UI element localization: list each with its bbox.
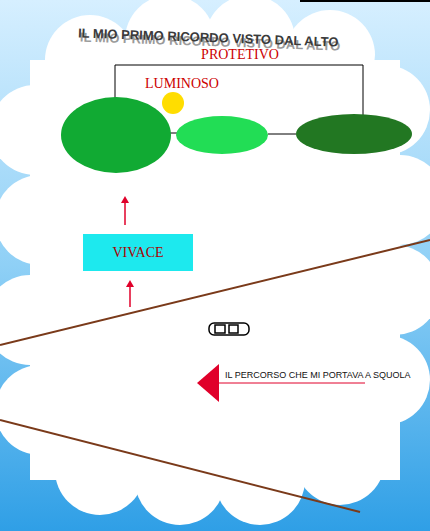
quality-label: PROTETIVO — [201, 47, 279, 63]
quality-label: LUMINOSO — [145, 76, 219, 92]
sun — [162, 92, 184, 114]
car-icon — [209, 323, 249, 335]
road-edge — [0, 420, 360, 512]
route-arrow — [197, 364, 365, 402]
quality-box: VIVACE — [83, 234, 193, 271]
tree-ellipse — [296, 114, 412, 154]
route-note: IL PERCORSO CHE MI PORTAVA A SQUOLA — [225, 370, 411, 380]
box-label: VIVACE — [112, 245, 163, 261]
tree-ellipse — [61, 97, 171, 173]
road-edge — [0, 240, 430, 345]
tree-ellipse — [176, 116, 268, 154]
top-border — [300, 0, 430, 2]
